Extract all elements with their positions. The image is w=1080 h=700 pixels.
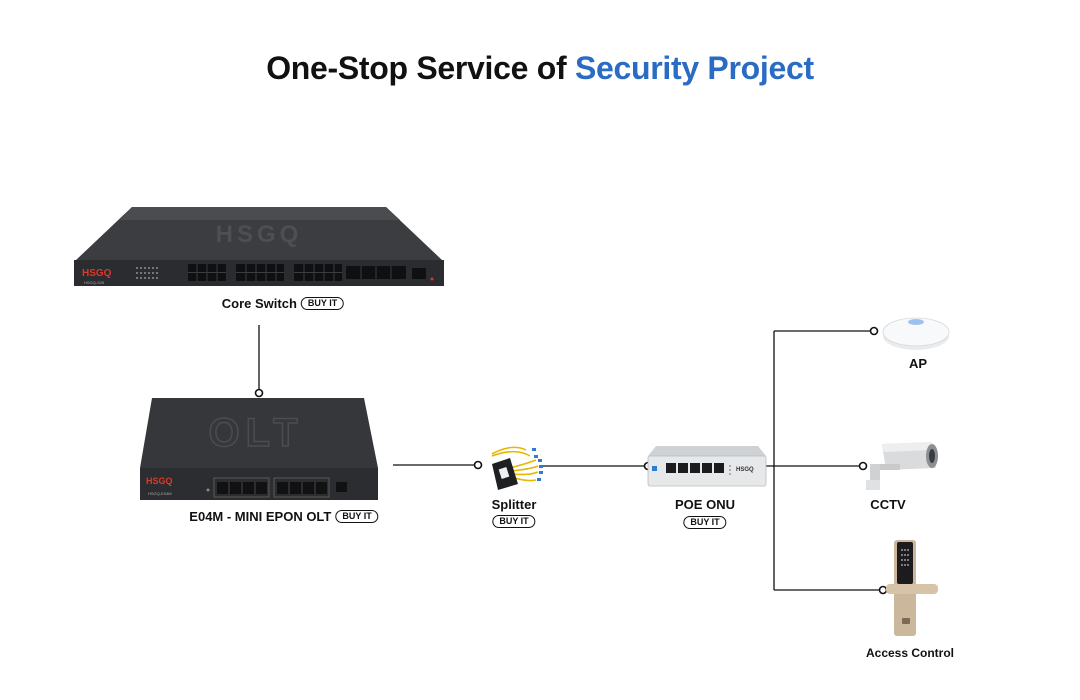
olt-label: E04M - MINI EPON OLT: [189, 509, 332, 524]
olt-brand-logo: HSGQ: [146, 476, 173, 486]
splitter-buy-button[interactable]: BUY IT: [492, 515, 536, 528]
core-switch-label: Core Switch: [221, 296, 297, 311]
ap-label-row: AP: [909, 356, 927, 371]
olt-buy-button[interactable]: BUY IT: [335, 510, 379, 523]
access-label: Access Control: [865, 646, 955, 660]
page-title: One-Stop Service of Security Project: [0, 50, 1080, 87]
onu-buy-button[interactable]: BUY IT: [683, 516, 727, 529]
core-switch-buy-button[interactable]: BUY IT: [300, 297, 345, 310]
access-control-image: [886, 540, 938, 636]
olt-image: OLT HSGQ HSGQ-E04M: [140, 398, 378, 500]
poe-onu-image: HSGQ: [647, 446, 767, 487]
title-prefix: One-Stop Service of: [266, 50, 575, 86]
ap-label: AP: [908, 356, 928, 371]
core-switch-label-row: Core Switch BUY IT: [221, 296, 345, 311]
switch-brand-logo: HSGQ: [82, 268, 112, 279]
node-splitter: [473, 460, 483, 470]
node-cctv: [858, 461, 868, 471]
switch-watermark: HSGQ: [216, 221, 303, 248]
core-switch-image: HSGQ HSGQ HSGQ-S26: [74, 207, 444, 286]
node-ap: [869, 326, 879, 336]
cctv-label-row: CCTV: [870, 497, 905, 512]
splitter-image: [491, 446, 543, 490]
node-olt: [254, 388, 264, 398]
cctv-image: [866, 442, 938, 490]
olt-label-row: E04M - MINI EPON OLT BUY IT: [189, 509, 379, 524]
onu-brand-text: HSGQ: [736, 467, 754, 473]
onu-label: POE ONU: [675, 497, 735, 512]
splitter-label: Splitter: [491, 497, 537, 512]
cctv-label: CCTV: [870, 497, 906, 512]
ap-image: [882, 317, 950, 350]
olt-model-text: HSGQ-E04M: [148, 491, 172, 496]
onu-label-row: POE ONU: [675, 497, 735, 512]
olt-watermark: OLT: [208, 411, 303, 455]
title-accent: Security Project: [574, 50, 814, 86]
switch-model-text: HSGQ-S26: [84, 280, 105, 285]
access-label-row: Access Control: [866, 646, 954, 660]
splitter-label-row: Splitter: [492, 497, 537, 512]
